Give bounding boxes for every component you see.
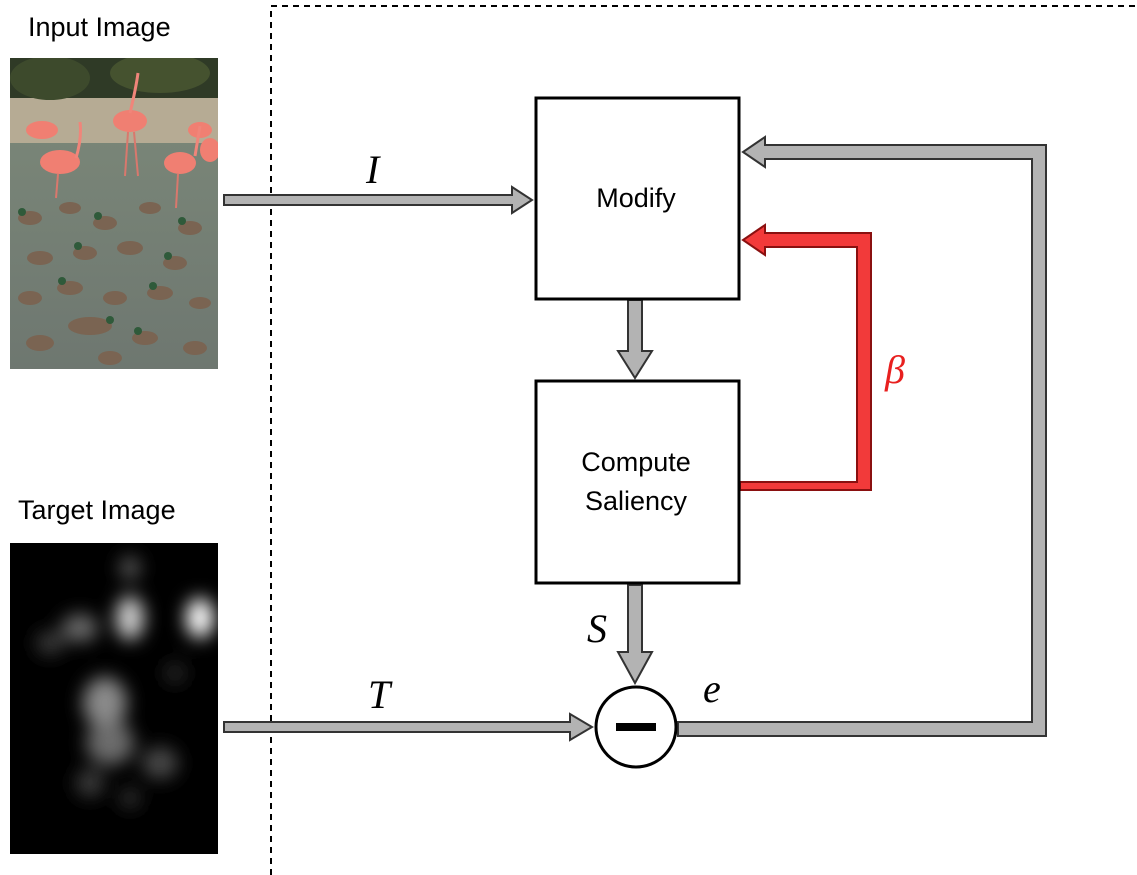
minus-icon (616, 723, 656, 731)
symbol-target-signal: T (368, 672, 393, 717)
compute-saliency-label-line1: Compute (581, 447, 691, 477)
compute-saliency-label-line2: Saliency (585, 486, 688, 516)
modify-label: Modify (596, 183, 676, 213)
modify-block (534, 96, 741, 301)
symbol-feedback-param: β (884, 347, 905, 392)
symbol-saliency-signal: S (587, 606, 607, 651)
dashed-boundary (270, 5, 1137, 875)
target-arrow (223, 712, 594, 742)
compute-saliency-block (534, 379, 741, 585)
symbol-error-signal: e (703, 666, 721, 711)
symbol-input-signal: I (365, 147, 381, 192)
modify-to-saliency-arrow (616, 299, 654, 380)
saliency-to-comparator-arrow (616, 584, 654, 686)
beta-feedback-arrow (739, 223, 872, 491)
input-arrow (223, 185, 534, 215)
input-image (10, 58, 218, 369)
error-feedback-arrow (677, 135, 1047, 737)
target-image-title: Target Image (18, 495, 176, 525)
target-image (10, 543, 218, 854)
input-image-title: Input Image (28, 12, 171, 42)
